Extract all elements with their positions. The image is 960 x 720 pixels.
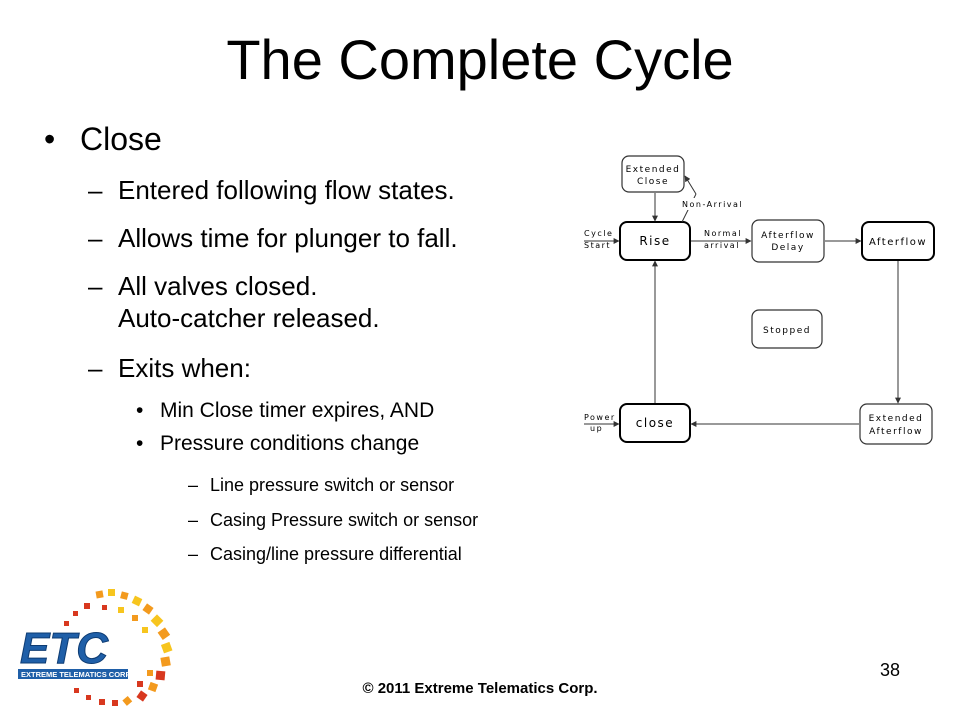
logo-tagline-bar [18,669,128,679]
logo-tagline: EXTREME TELEMATICS CORP. [21,670,132,679]
arrow-non-arrival [684,175,697,195]
footer-copyright: © 2011 Extreme Telematics Corp. [362,680,598,697]
node-stopped-label: Stopped [763,326,811,336]
node-rise [619,221,691,261]
node-close-label: close [636,416,674,430]
node-afterflow [861,221,935,261]
node-close [619,403,691,443]
label-cycle-start-2: Start [584,241,611,250]
etc-logo: ETC EXTREME TELEMATICS CORP. [10,585,185,710]
state-diagram: Extended Close Rise Afterflow Delay Afte… [578,150,948,460]
label-power-up-1: Power [584,413,616,422]
node-afterflow-label: Afterflow [869,237,927,248]
label-power-up-2: up [590,424,603,433]
slide-title: The Complete Cycle [226,28,734,91]
label-non-arrival: Non-Arrival [682,200,743,209]
node-extended-afterflow [859,403,933,445]
node-rise-label: Rise [639,234,670,248]
node-afterflow-delay [751,219,825,263]
page-number: 38 [880,660,901,680]
node-afterflow-delay-label-2: Delay [771,243,804,253]
label-non-arrival-bg [681,198,739,210]
etc-wordmark: ETC EXTREME TELEMATICS CORP. [18,624,132,679]
node-extended-close-label-2: Close [637,177,669,187]
etc-logo-svg: ETC EXTREME TELEMATICS CORP. [18,589,173,706]
node-stopped [751,309,823,349]
node-extended-close-label-1: Extended [626,165,681,175]
state-diagram-svg: Extended Close Rise Afterflow Delay Afte… [584,155,935,445]
label-cycle-start-1: Cycle [584,229,613,238]
node-afterflow-delay-label-1: Afterflow [761,231,815,241]
node-extended-afterflow-label-2: Afterflow [869,427,923,437]
sunburst-icon [64,589,173,706]
label-normal-arrival-1: Normal [704,229,742,238]
node-extended-afterflow-label-1: Extended [869,414,924,424]
node-extended-close [621,155,685,193]
label-normal-arrival-2: arrival [704,241,740,250]
logo-text: ETC [20,624,109,673]
